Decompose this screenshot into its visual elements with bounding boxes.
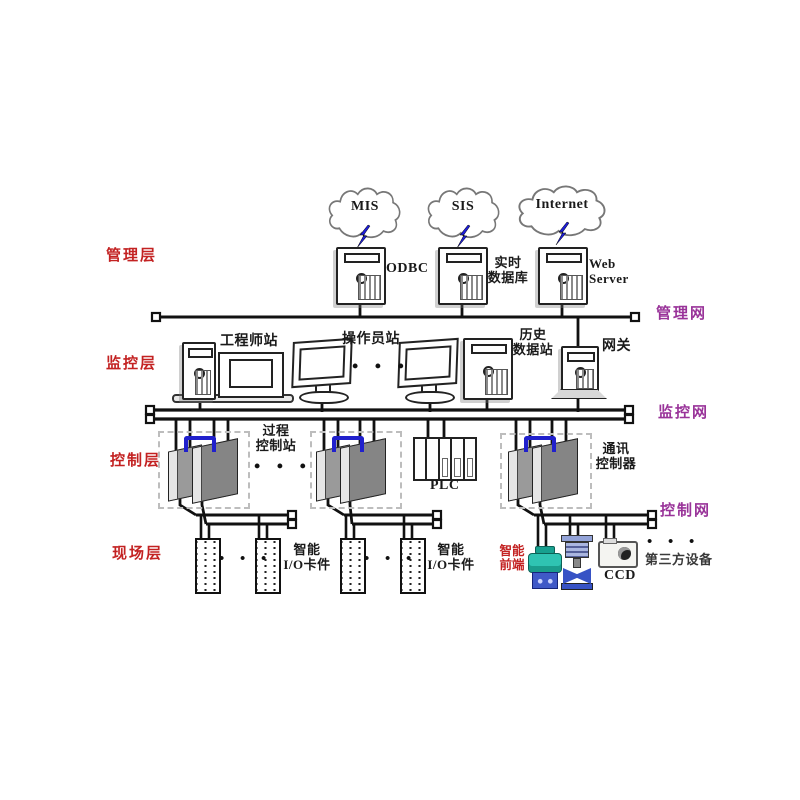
redundancy-jumper-cable (332, 436, 364, 452)
operator-monitor-2-base (405, 391, 455, 404)
ellipsis-io-group-1: • • • (219, 551, 273, 567)
label-io-cards-1: 智能 I/O卡件 (283, 542, 331, 572)
comm-controller-box (500, 433, 592, 509)
io-card (195, 538, 221, 594)
panel-screen (404, 345, 452, 381)
smart-transmitter-device (528, 546, 562, 590)
server-slot (445, 253, 482, 263)
io-card (340, 538, 366, 594)
label-history-station: 历史 数据站 (512, 327, 554, 357)
label-smart-frontend: 智能 前端 (499, 544, 525, 573)
redundancy-jumper-cable (524, 436, 556, 452)
label-control-network: 控制网 (660, 503, 712, 519)
server-vents (576, 368, 594, 389)
transmitter-flange (532, 572, 558, 589)
realtime-db-server (438, 247, 488, 305)
camera-lens-icon (618, 547, 631, 560)
server-vents (195, 370, 211, 395)
engineer-crt-monitor (218, 352, 284, 398)
ellipsis-controller-groups: • • • (254, 456, 312, 476)
cloud-label-mis: MIS (351, 199, 379, 214)
label-gateway: 网关 (602, 339, 631, 354)
control-valve (561, 535, 593, 593)
server-slot (545, 253, 582, 263)
valve-stem (573, 558, 581, 568)
valve-base-flange (561, 583, 593, 590)
server-slot (567, 352, 595, 362)
label-process-control-station: 过程 控制站 (255, 423, 297, 453)
plc-rack (413, 437, 477, 481)
label-field-layer: 现场层 (112, 546, 164, 562)
ellipsis-third-party: • • • (647, 534, 701, 550)
label-plc: PLC (430, 478, 460, 493)
server-vents (559, 275, 583, 300)
label-io-cards-2: 智能 I/O卡件 (427, 542, 475, 572)
controller-pair-3 (506, 436, 590, 504)
ellipsis-io-group-2: • • • (364, 551, 418, 567)
label-realtime-db: 实时 数据库 (487, 255, 529, 285)
controller-pair-2 (314, 436, 398, 504)
process-controller-box-1 (158, 431, 250, 509)
label-web-server: Web Server (589, 256, 629, 286)
server-vents (357, 275, 381, 300)
history-data-server (463, 338, 513, 400)
transmitter-body (528, 553, 562, 573)
redundancy-jumper-cable (184, 436, 216, 452)
engineer-station-tower (182, 342, 216, 400)
odbc-server (336, 247, 386, 305)
label-management-network: 管理网 (656, 306, 708, 322)
valve-actuator-ribs (565, 542, 589, 558)
camera-viewfinder (603, 538, 617, 544)
server-vents (484, 368, 508, 395)
io-card (400, 538, 426, 594)
label-engineer-station: 工程师站 (220, 334, 278, 349)
control-network-segments (178, 494, 658, 549)
process-controller-box-2 (310, 431, 402, 509)
label-control-layer: 控制层 (110, 453, 162, 469)
label-operator-station: 操作员站 (342, 332, 400, 347)
web-server (538, 247, 588, 305)
server-slot (343, 253, 380, 263)
server-slot (470, 344, 507, 354)
label-comm-controller: 通讯 控制器 (595, 441, 637, 471)
valve-actuator-top (561, 535, 593, 542)
operator-monitor-1-base (299, 391, 349, 404)
supervision-network-bus (144, 398, 635, 425)
io-card (255, 538, 281, 594)
controller-pair-1 (166, 436, 250, 504)
label-third-party-devices: 第三方设备 (645, 552, 713, 567)
label-supervision-layer: 监控层 (106, 356, 158, 372)
server-vents (459, 275, 483, 300)
gateway-device (561, 346, 599, 394)
label-management-layer: 管理层 (106, 248, 158, 264)
server-slot (187, 348, 213, 358)
label-supervision-network: 监控网 (658, 405, 710, 421)
label-ccd: CCD (604, 568, 636, 583)
ellipsis-operator-stations: • • • (352, 356, 410, 376)
valve-body (563, 568, 591, 584)
label-odbc: ODBC (386, 261, 429, 276)
panel-screen (298, 345, 346, 381)
ccd-camera (598, 538, 638, 568)
cloud-label-sis: SIS (451, 199, 475, 214)
cloud-label-internet: Internet (535, 197, 589, 212)
crt-screen (229, 359, 273, 388)
